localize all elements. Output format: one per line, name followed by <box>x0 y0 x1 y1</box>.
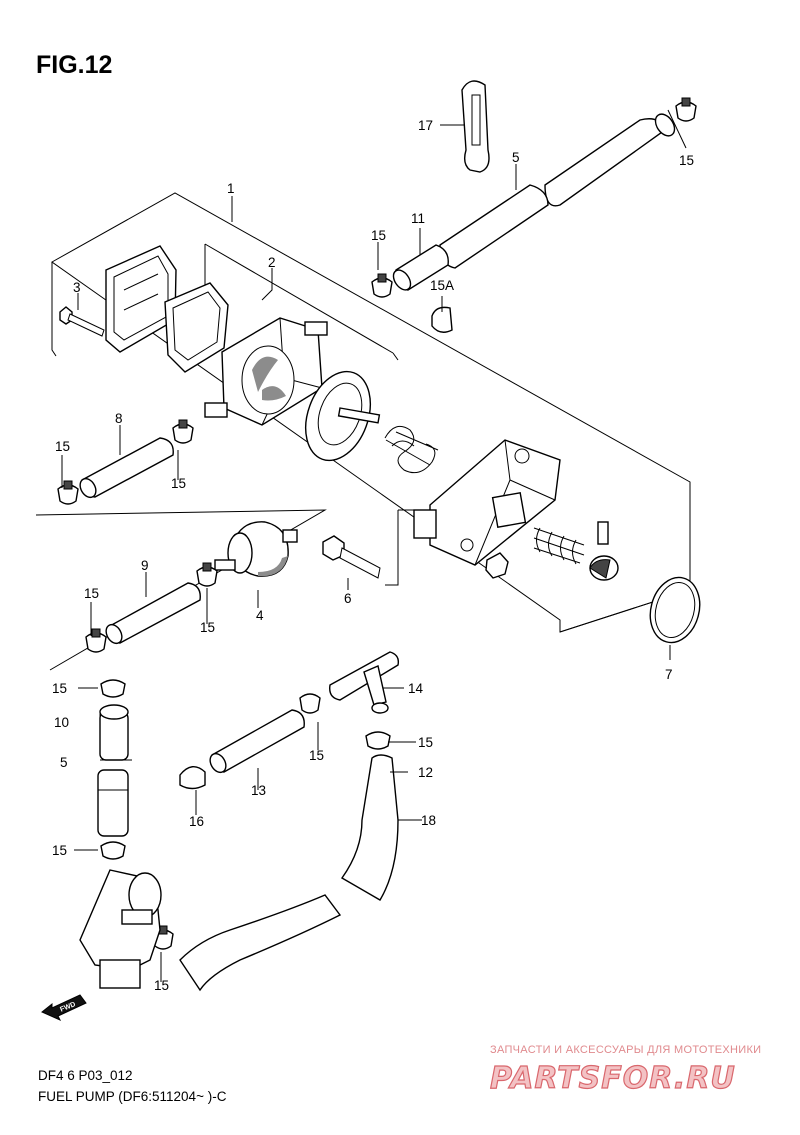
hose-10 <box>99 704 129 761</box>
screw-3 <box>59 306 105 337</box>
pump-body <box>204 317 328 426</box>
callout-3: 3 <box>73 280 81 295</box>
figure-title: FIG.12 <box>36 51 112 79</box>
fuel-cock <box>79 869 162 989</box>
callout-17: 17 <box>418 118 433 133</box>
callout-15-i: 15 <box>309 748 324 763</box>
callout-12: 12 <box>418 765 433 780</box>
fwd-arrow-icon: FWD <box>41 994 87 1022</box>
leader-lines <box>61 109 687 982</box>
fuel-filter <box>214 521 298 577</box>
callout-15-j: 15 <box>418 735 433 750</box>
callout-labels: 1 2 3 4 5 5 6 7 8 9 10 11 12 13 14 15 15… <box>52 118 694 993</box>
callout-15-b: 15 <box>371 228 386 243</box>
hose-12 <box>340 754 399 901</box>
watermark-logo: PARTSFOR.RU <box>490 1061 736 1096</box>
figure-caption: FUEL PUMP (DF6:511204~ )-C <box>38 1089 227 1104</box>
t-joint-14 <box>329 651 400 714</box>
callout-8: 8 <box>115 411 123 426</box>
callout-7: 7 <box>665 667 673 682</box>
callout-15A: 15A <box>430 278 454 293</box>
clamp-16 <box>179 766 206 790</box>
callout-15-h: 15 <box>52 843 67 858</box>
hose-guide-17 <box>461 80 490 173</box>
callout-4: 4 <box>256 608 264 623</box>
pump-cover-plate <box>105 245 177 353</box>
pump-gasket <box>164 282 229 373</box>
hose-8 <box>79 437 174 499</box>
hose-13 <box>209 709 305 774</box>
callout-15-d: 15 <box>55 439 70 454</box>
callout-5-upper: 5 <box>512 150 520 165</box>
valve-nut <box>485 552 509 579</box>
hose-9 <box>105 582 201 645</box>
callout-15-k: 15 <box>154 978 169 993</box>
hose-18 <box>179 894 342 992</box>
valve-spring <box>533 527 585 565</box>
diaphragm-spring <box>384 425 439 474</box>
callout-18: 18 <box>421 813 436 828</box>
callout-16: 16 <box>189 814 204 829</box>
callout-1: 1 <box>227 181 235 196</box>
watermark-tagline: ЗАПЧАСТИ И АКСЕССУАРЫ ДЛЯ МОТОТЕХНИКИ <box>490 1044 761 1056</box>
callout-15-a: 15 <box>679 153 694 168</box>
callout-9: 9 <box>141 558 149 573</box>
callout-10: 10 <box>54 715 69 730</box>
pump-diaphragm <box>305 370 381 462</box>
figure-code: DF4 6 P03_012 <box>38 1068 133 1083</box>
callout-15-f: 15 <box>84 586 99 601</box>
cover-bolt <box>322 535 381 579</box>
callout-6: 6 <box>344 591 352 606</box>
clip-15A <box>431 306 453 333</box>
hose-11 <box>392 244 449 291</box>
callout-5-lower: 5 <box>60 755 68 770</box>
callout-13: 13 <box>251 783 266 798</box>
callout-15-e: 15 <box>200 620 215 635</box>
pump-o-ring <box>649 576 701 644</box>
valve-plunger <box>589 555 619 581</box>
hose-5-lower <box>97 769 129 837</box>
callout-15-c: 15 <box>171 476 186 491</box>
pump-outer-cover <box>413 439 561 566</box>
callout-15-g: 15 <box>52 681 67 696</box>
callout-2: 2 <box>268 255 276 270</box>
valve-pin <box>597 521 609 545</box>
callout-11: 11 <box>411 211 425 226</box>
callout-14: 14 <box>408 681 424 696</box>
